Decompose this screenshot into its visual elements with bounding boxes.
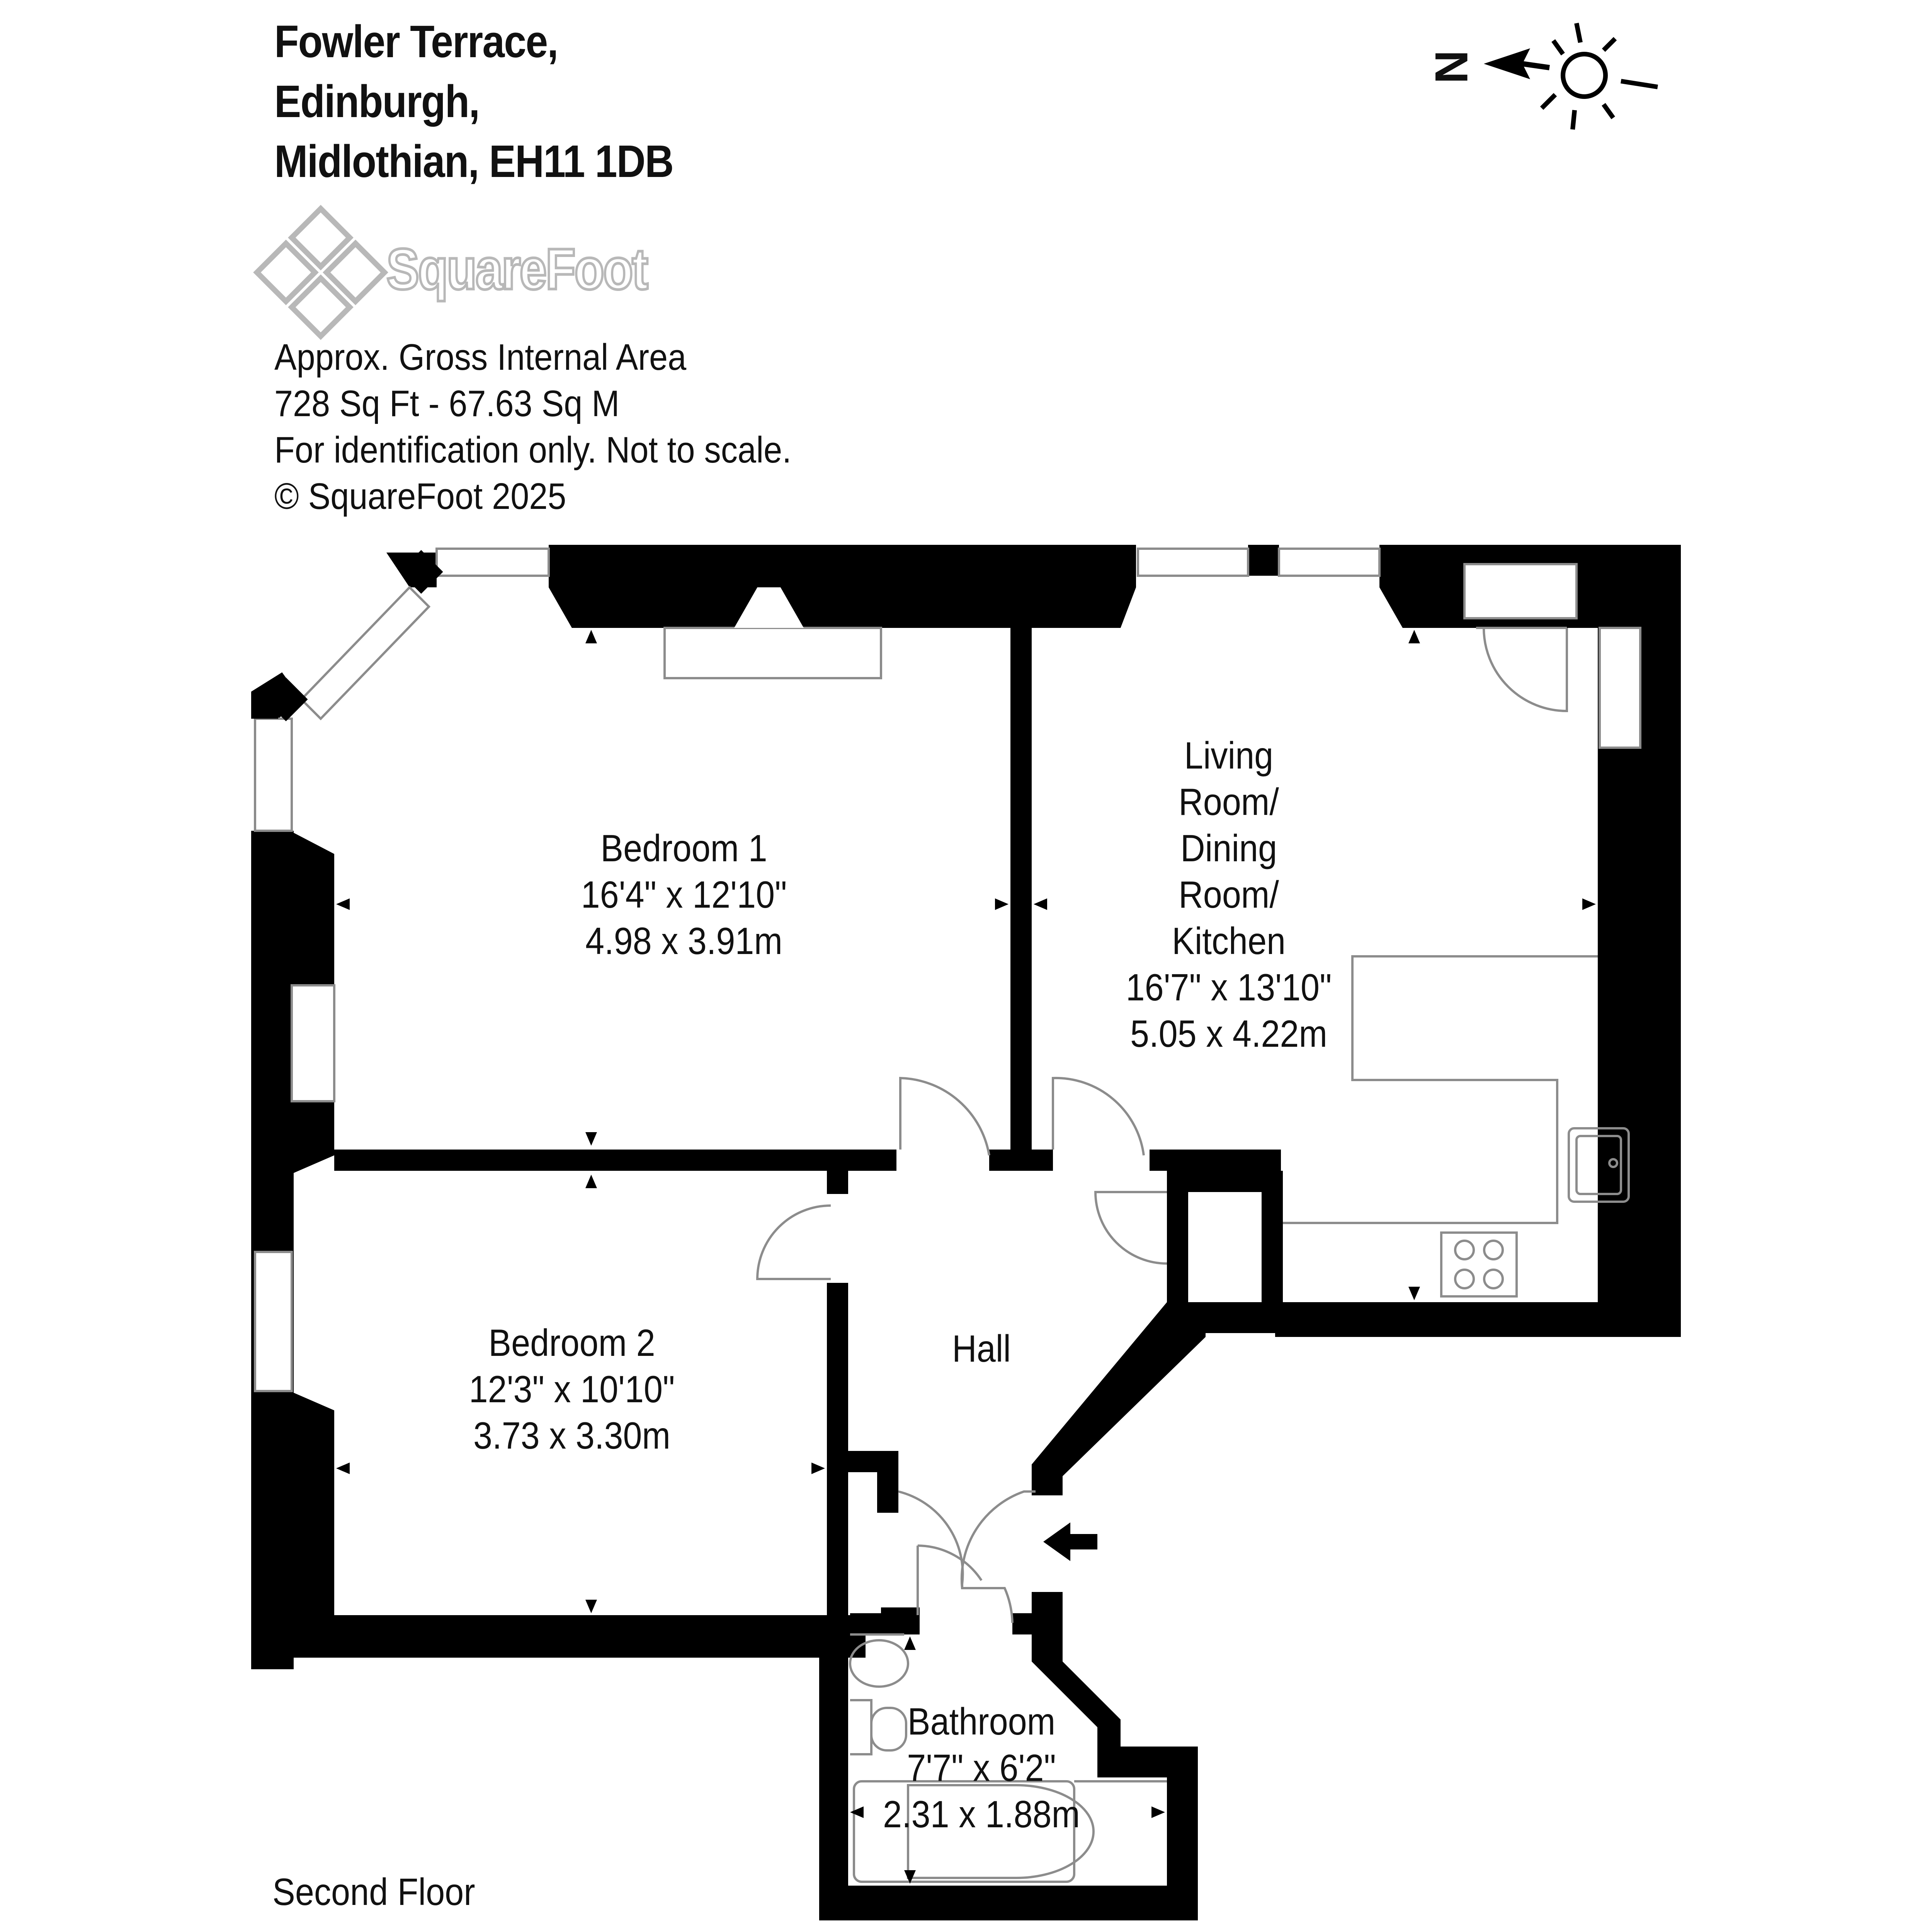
room-hall: Hall [952, 1325, 1011, 1372]
info-area-label: Approx. Gross Internal Area [274, 337, 687, 378]
address-line-1: Fowler Terrace, [274, 16, 558, 67]
room-bedroom-2: Bedroom 2 12'3" x 10'10" 3.73 x 3.30m [469, 1320, 675, 1459]
brand-logo-text: SquareFoot [385, 235, 650, 303]
room-imperial: 16'7" x 13'10" [1126, 966, 1332, 1009]
compass-icon: N [1425, 22, 1658, 130]
walls [251, 545, 1681, 1920]
doors [756, 1077, 1167, 1623]
room-name-line-2: Room/ [1179, 781, 1279, 823]
windows [254, 548, 1381, 1392]
info-disclaimer: For identification only. Not to scale. [274, 429, 792, 471]
room-metric: 3.73 x 3.30m [473, 1414, 670, 1457]
room-name-line-1: Living [1184, 734, 1274, 777]
floor-label: Second Floor [272, 1871, 475, 1913]
room-metric: 4.98 x 3.91m [585, 920, 782, 962]
info-area-value: 728 Sq Ft - 67.63 Sq M [274, 383, 620, 424]
room-name: Bedroom 2 [488, 1321, 655, 1364]
room-name: Bedroom 1 [600, 827, 767, 869]
room-bathroom: Bathroom 7'7" x 6'2" 2.31 x 1.88m [883, 1698, 1080, 1837]
fireplace [663, 627, 882, 679]
room-name-line-5: Kitchen [1172, 920, 1286, 962]
info-copyright: © SquareFoot 2025 [274, 476, 566, 517]
compass-north-letter: N [1425, 50, 1477, 84]
kitchen-units [1283, 955, 1630, 1298]
room-name: Hall [952, 1327, 1011, 1370]
room-name: Bathroom [907, 1700, 1056, 1743]
room-name-line-4: Room/ [1179, 873, 1279, 916]
room-metric: 2.31 x 1.88m [883, 1793, 1080, 1835]
room-bedroom-1: Bedroom 1 16'4" x 12'10" 4.98 x 3.91m [581, 825, 787, 964]
room-imperial: 16'4" x 12'10" [581, 873, 787, 916]
bathroom-fixtures [849, 1633, 1167, 1883]
address-line-3: Midlothian, EH11 1DB [274, 136, 674, 187]
room-imperial: 12'3" x 10'10" [469, 1368, 675, 1410]
cupboard-door [1476, 627, 1568, 713]
room-name-line-3: Dining [1180, 827, 1277, 869]
room-imperial: 7'7" x 6'2" [907, 1747, 1056, 1789]
entrance-arrow-icon [1043, 1522, 1097, 1561]
room-metric: 5.05 x 4.22m [1130, 1012, 1327, 1055]
measurement-arrows [336, 630, 1596, 1884]
room-living-dining-kitchen: Living Room/ Dining Room/ Kitchen 16'7" … [1126, 732, 1332, 1057]
address-line-2: Edinburgh, [274, 76, 480, 127]
